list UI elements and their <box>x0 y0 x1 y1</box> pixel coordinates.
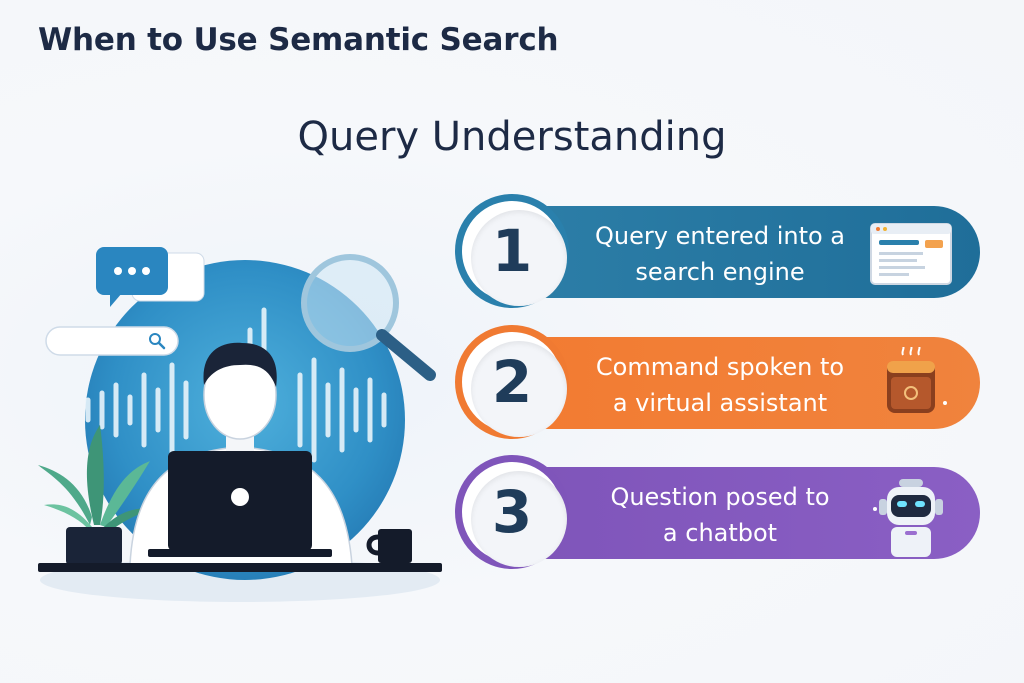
magnifier-icon <box>301 254 436 381</box>
step-1-card: 1 Query entered into a search engine <box>455 194 985 308</box>
step-1-line-2: search engine <box>635 258 805 286</box>
step-2-line-2: a virtual assistant <box>612 389 828 417</box>
laptop-icon <box>148 451 332 557</box>
step-2-line-1: Command spoken to <box>595 353 845 381</box>
plant-icon <box>38 425 154 565</box>
step-2-text: Command spoken to a virtual assistant <box>585 345 855 425</box>
step-3-line-1: Question posed to <box>610 483 830 511</box>
step-1-text: Query entered into a search engine <box>585 214 855 294</box>
person-at-laptop-icon <box>129 342 353 566</box>
desk <box>38 563 442 572</box>
step-1-number: 1 <box>491 217 533 285</box>
step-3-card: 3 Question posed to a chatbot <box>455 455 985 569</box>
search-bar-icon <box>45 326 179 356</box>
step-1-line-1: Query entered into a <box>595 222 845 250</box>
page-title: When to Use Semantic Search <box>38 22 559 58</box>
step-3-text: Question posed to a chatbot <box>585 475 855 555</box>
step-3-line-2: a chatbot <box>662 519 778 547</box>
browser-window-icon <box>865 216 957 288</box>
section-title: Query Understanding <box>297 114 727 160</box>
mug-icon <box>366 529 412 563</box>
step-2-number: 2 <box>491 348 533 416</box>
person-illustration <box>30 235 450 615</box>
step-2-number-badge <box>455 325 569 439</box>
step-3-number: 3 <box>491 478 533 546</box>
step-2-card: 2 Command spoken to a virtual assistant <box>455 325 985 439</box>
sound-wave-icon <box>85 307 387 463</box>
step-1-number-badge <box>455 194 569 308</box>
chat-bubble-icon <box>96 247 205 307</box>
smart-speaker-icon <box>865 345 957 419</box>
step-3-number-badge <box>455 455 569 569</box>
robot-icon <box>865 477 957 557</box>
